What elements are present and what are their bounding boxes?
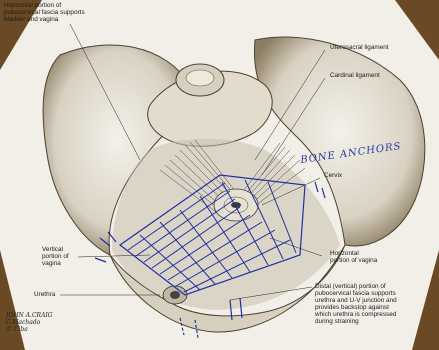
artist-signature: C.Machado [6,319,53,326]
label-uterosacral-ligament: Uterosacral ligament [330,44,389,51]
label-cervix: Cervix [324,172,342,179]
label-horizontal-pubocervical: Horizontal portion of pubocervical fasci… [4,2,85,23]
label-cardinal-ligament: Cardinal ligament [330,72,380,79]
label-urethra: Urethra [34,291,55,298]
frame-corner-bottom-left [0,250,25,350]
label-horizontal-vagina: Horizontal portion of vagina [330,250,377,264]
frame-corner-top-right [395,0,439,60]
frame-corner-bottom-right [412,250,439,350]
artist-credit: JOHN A.CRAIG C.Machado © Ciba [6,312,53,333]
copyright: © Ciba [6,326,53,333]
label-distal-pubocervical: Distal (vertical) portion of pubocervica… [315,283,397,325]
label-vertical-vagina: Vertical portion of vagina [42,246,69,267]
artist-name: JOHN A.CRAIG [6,312,53,319]
